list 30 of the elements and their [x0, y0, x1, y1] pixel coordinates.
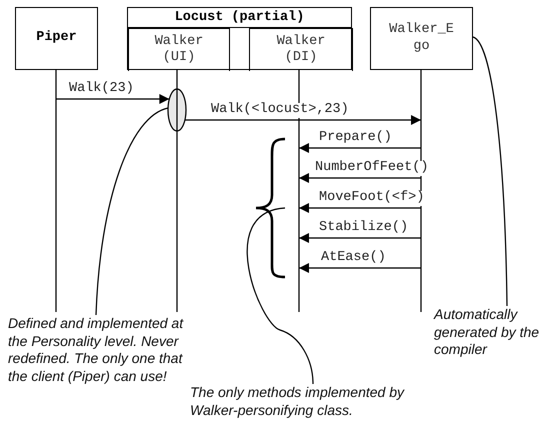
message-arrow	[299, 263, 421, 273]
note-text: Automatically generated by the compiler	[434, 306, 553, 358]
object-group-box	[127, 7, 352, 70]
lifeline	[420, 70, 422, 312]
message-arrow	[56, 94, 170, 104]
group-title: Locust (partial)	[128, 8, 351, 28]
activation-ellipse	[167, 88, 187, 132]
message-arrow	[184, 115, 421, 125]
message-label: MoveFoot(<f>)	[318, 191, 426, 206]
note-text: The only methods implemented by Walker-personifying class.	[190, 384, 435, 419]
message-label: Walk(23)	[68, 82, 135, 97]
object-box: Walker (UI)	[128, 28, 230, 71]
message-arrow	[299, 173, 421, 183]
message-label: Prepare()	[318, 131, 393, 146]
note-text: Defined and implemented at the Personality level. Never redefined. The only one that the client (Piper) can use!	[8, 315, 194, 385]
object-box: Piper	[15, 7, 98, 70]
curly-brace	[254, 138, 286, 278]
lifeline	[55, 70, 57, 312]
message-arrow	[299, 143, 421, 153]
message-arrow	[299, 203, 421, 213]
leader-line	[472, 36, 508, 306]
message-arrow	[299, 233, 421, 243]
message-label: AtEase()	[320, 251, 387, 266]
leader-line	[246, 207, 314, 384]
leader-line	[95, 107, 168, 316]
object-box: Walker (DI)	[249, 28, 353, 71]
message-label: NumberOfFeet()	[314, 161, 430, 176]
lifeline	[176, 70, 178, 312]
object-box: Walker_Ego	[370, 7, 473, 70]
lifeline	[298, 70, 300, 312]
